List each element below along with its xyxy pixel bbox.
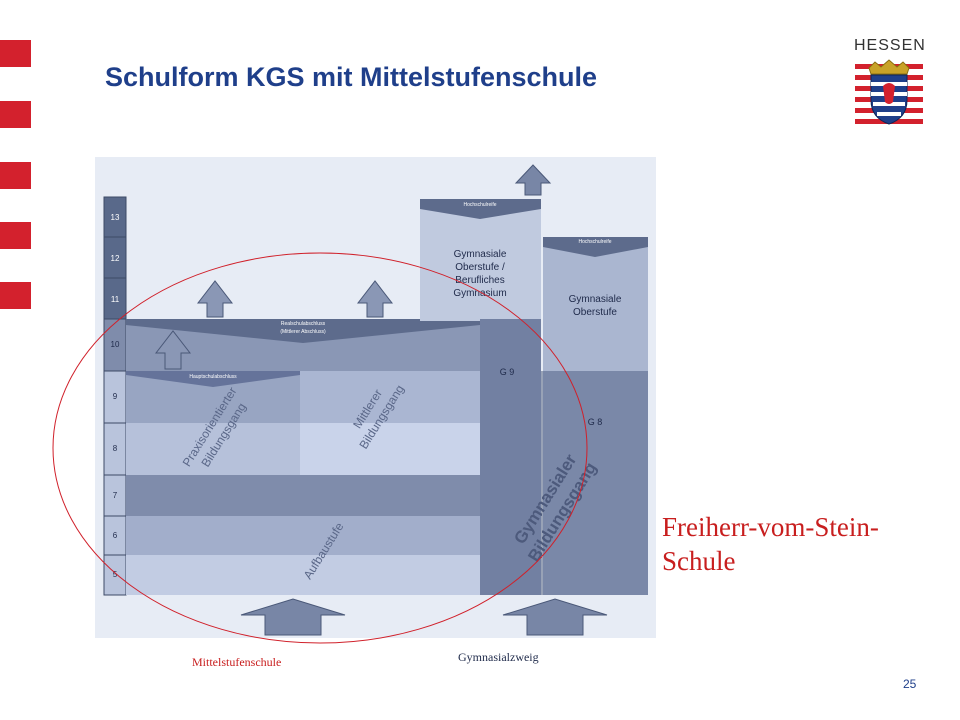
mittlerer-abschluss-label: (Mittlerer Abschluss) xyxy=(280,329,326,335)
red-side-bar xyxy=(0,40,31,67)
red-side-bar xyxy=(0,282,31,309)
band-grade-5 xyxy=(126,555,480,595)
grade-6-label: 6 xyxy=(113,531,118,540)
red-side-bar xyxy=(0,162,31,189)
arrow-up-icon xyxy=(240,598,346,636)
gym-oberstufe-line: Gymnasiale xyxy=(569,294,622,305)
grade-13-label: 13 xyxy=(111,213,120,222)
arrow-up-icon xyxy=(514,164,552,196)
school-name-line: Schule xyxy=(662,546,736,576)
grade-8-label: 8 xyxy=(113,444,118,453)
gym-oberstufe-line: Oberstufe xyxy=(573,307,617,318)
hauptschulabschluss-label: Hauptschulabschluss xyxy=(189,374,237,380)
gym-oberstufe-beruf-line: Gymnasium xyxy=(453,288,506,299)
slide-title: Schulform KGS mit Mittelstufenschule xyxy=(105,62,598,92)
arrow-up-icon xyxy=(502,598,608,636)
page-number: 25 xyxy=(903,677,917,691)
school-name: Freiherr-vom-Stein- Schule xyxy=(662,510,879,578)
hochschulreife-label-2: Hochschulreife xyxy=(578,239,611,245)
g8-label: G 8 xyxy=(588,417,603,427)
grade-5-label: 5 xyxy=(113,570,118,579)
gym-oberstufe-beruf-box xyxy=(420,199,541,321)
g8-column xyxy=(543,371,648,595)
g9-column xyxy=(480,319,541,595)
red-side-bar xyxy=(0,222,31,249)
band-grade-6 xyxy=(126,516,480,555)
red-ellipse xyxy=(52,252,588,644)
gym-oberstufe-beruf-line: Berufliches xyxy=(455,275,504,286)
grade-7-label: 7 xyxy=(113,491,118,500)
hochschulreife-label-1: Hochschulreife xyxy=(463,202,496,208)
g9-label: G 9 xyxy=(500,367,515,377)
arrow-up-icon xyxy=(196,280,234,318)
grade-9-label: 9 xyxy=(113,392,118,401)
gym-oberstufe-beruf-line: Gymnasiale xyxy=(454,249,507,260)
band-grade-7 xyxy=(126,475,480,516)
school-name-line: Freiherr-vom-Stein- xyxy=(662,512,879,542)
grade-10-label: 10 xyxy=(111,340,120,349)
arrow-up-icon xyxy=(154,330,192,370)
gym-oberstufe-box xyxy=(543,237,648,372)
school-structure-diagram: 13 12 11 10 9 8 7 6 5 Realschulabschluss… xyxy=(95,157,656,638)
arrow-up-icon xyxy=(356,280,394,318)
hessen-logo-text: HESSEN xyxy=(854,37,926,54)
hessen-crest-icon xyxy=(855,58,923,128)
grade-12-label: 12 xyxy=(111,254,120,263)
caption-gymnasialzweig: Gymnasialzweig xyxy=(458,650,539,664)
realschulabschluss-label: Realschulabschluss xyxy=(281,321,326,327)
gym-oberstufe-beruf-line: Oberstufe / xyxy=(455,262,505,273)
caption-mittelstufenschule: Mittelstufenschule xyxy=(192,655,282,669)
grade-11-label: 11 xyxy=(111,295,120,304)
red-side-bar xyxy=(0,101,31,128)
